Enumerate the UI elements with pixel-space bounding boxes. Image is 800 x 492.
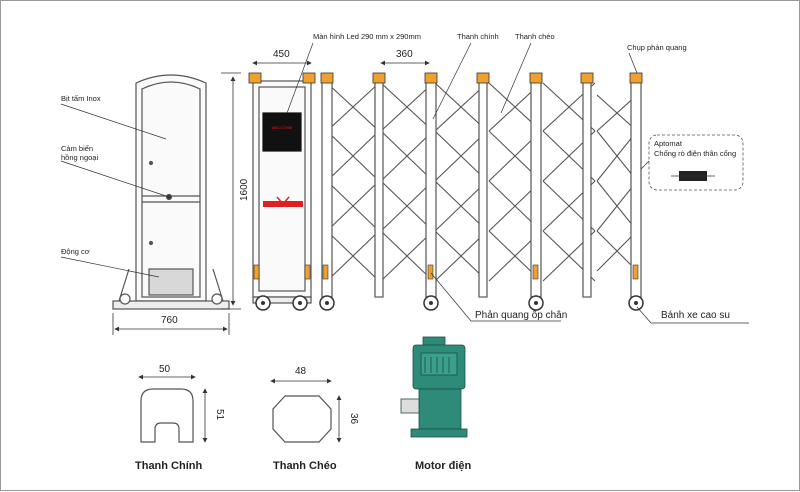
dim-bar-spacing: 360 [396, 49, 413, 60]
aptomat-desc: Chống rò điện thân cổng [654, 149, 736, 158]
led-screen-label: Màn hình Led 290 mm x 290mm [313, 32, 421, 41]
ir-sensor-label-2: hồng ngoại [61, 153, 98, 162]
welcome-text: WELCOME [272, 125, 293, 130]
dim-main-w: 50 [159, 364, 171, 375]
dim-base-width: 760 [161, 315, 178, 326]
reflector-caps [248, 72, 643, 84]
dim-main-h: 51 [214, 409, 225, 421]
rubber-wheel-label: Bánh xe cao su [661, 310, 730, 321]
motor-caption: Motor điện [415, 460, 471, 472]
leaders-side [60, 103, 170, 278]
leaders-bottom [430, 272, 749, 324]
ir-sensor-label-1: Cảm biến [61, 144, 93, 153]
dim-head-width: 450 [273, 49, 290, 60]
foot-reflectors [253, 264, 639, 280]
inox-cover-label: Bịt tấm Inox [61, 94, 101, 103]
logo-mark [276, 196, 290, 206]
wheel-hubs [261, 301, 638, 305]
dim-cross-h: 36 [348, 413, 359, 425]
dim-main-profile [138, 374, 208, 443]
motor-part-label: Động cơ [61, 247, 90, 256]
main-bar-label: Thanh chính [457, 32, 499, 41]
dim-lines-side [112, 72, 241, 335]
cross-bar-label: Thanh chéo [515, 32, 555, 41]
main-profile-caption: Thanh Chính [135, 460, 202, 472]
aptomat-title: Aptomat [654, 139, 683, 148]
dim-cross-w: 48 [295, 366, 307, 377]
side-view [112, 74, 230, 310]
cross-profile-caption: Thanh Chéo [273, 460, 337, 472]
foot-reflector-label: Phản quang ốp chân [475, 309, 567, 321]
wheels [255, 295, 644, 311]
dim-height: 1600 [239, 178, 250, 201]
vertical-bars [321, 78, 642, 298]
reflector-cap-label: Chụp phản quang [627, 43, 687, 52]
cross-lattice [326, 82, 638, 282]
head-unit [252, 80, 312, 304]
main-bar-profile [140, 388, 194, 443]
leaders-top [286, 42, 638, 120]
aptomat-box [640, 134, 744, 191]
dim-cross-profile [270, 378, 342, 443]
cross-bar-profile [272, 395, 332, 443]
motor-illustration [400, 336, 468, 438]
